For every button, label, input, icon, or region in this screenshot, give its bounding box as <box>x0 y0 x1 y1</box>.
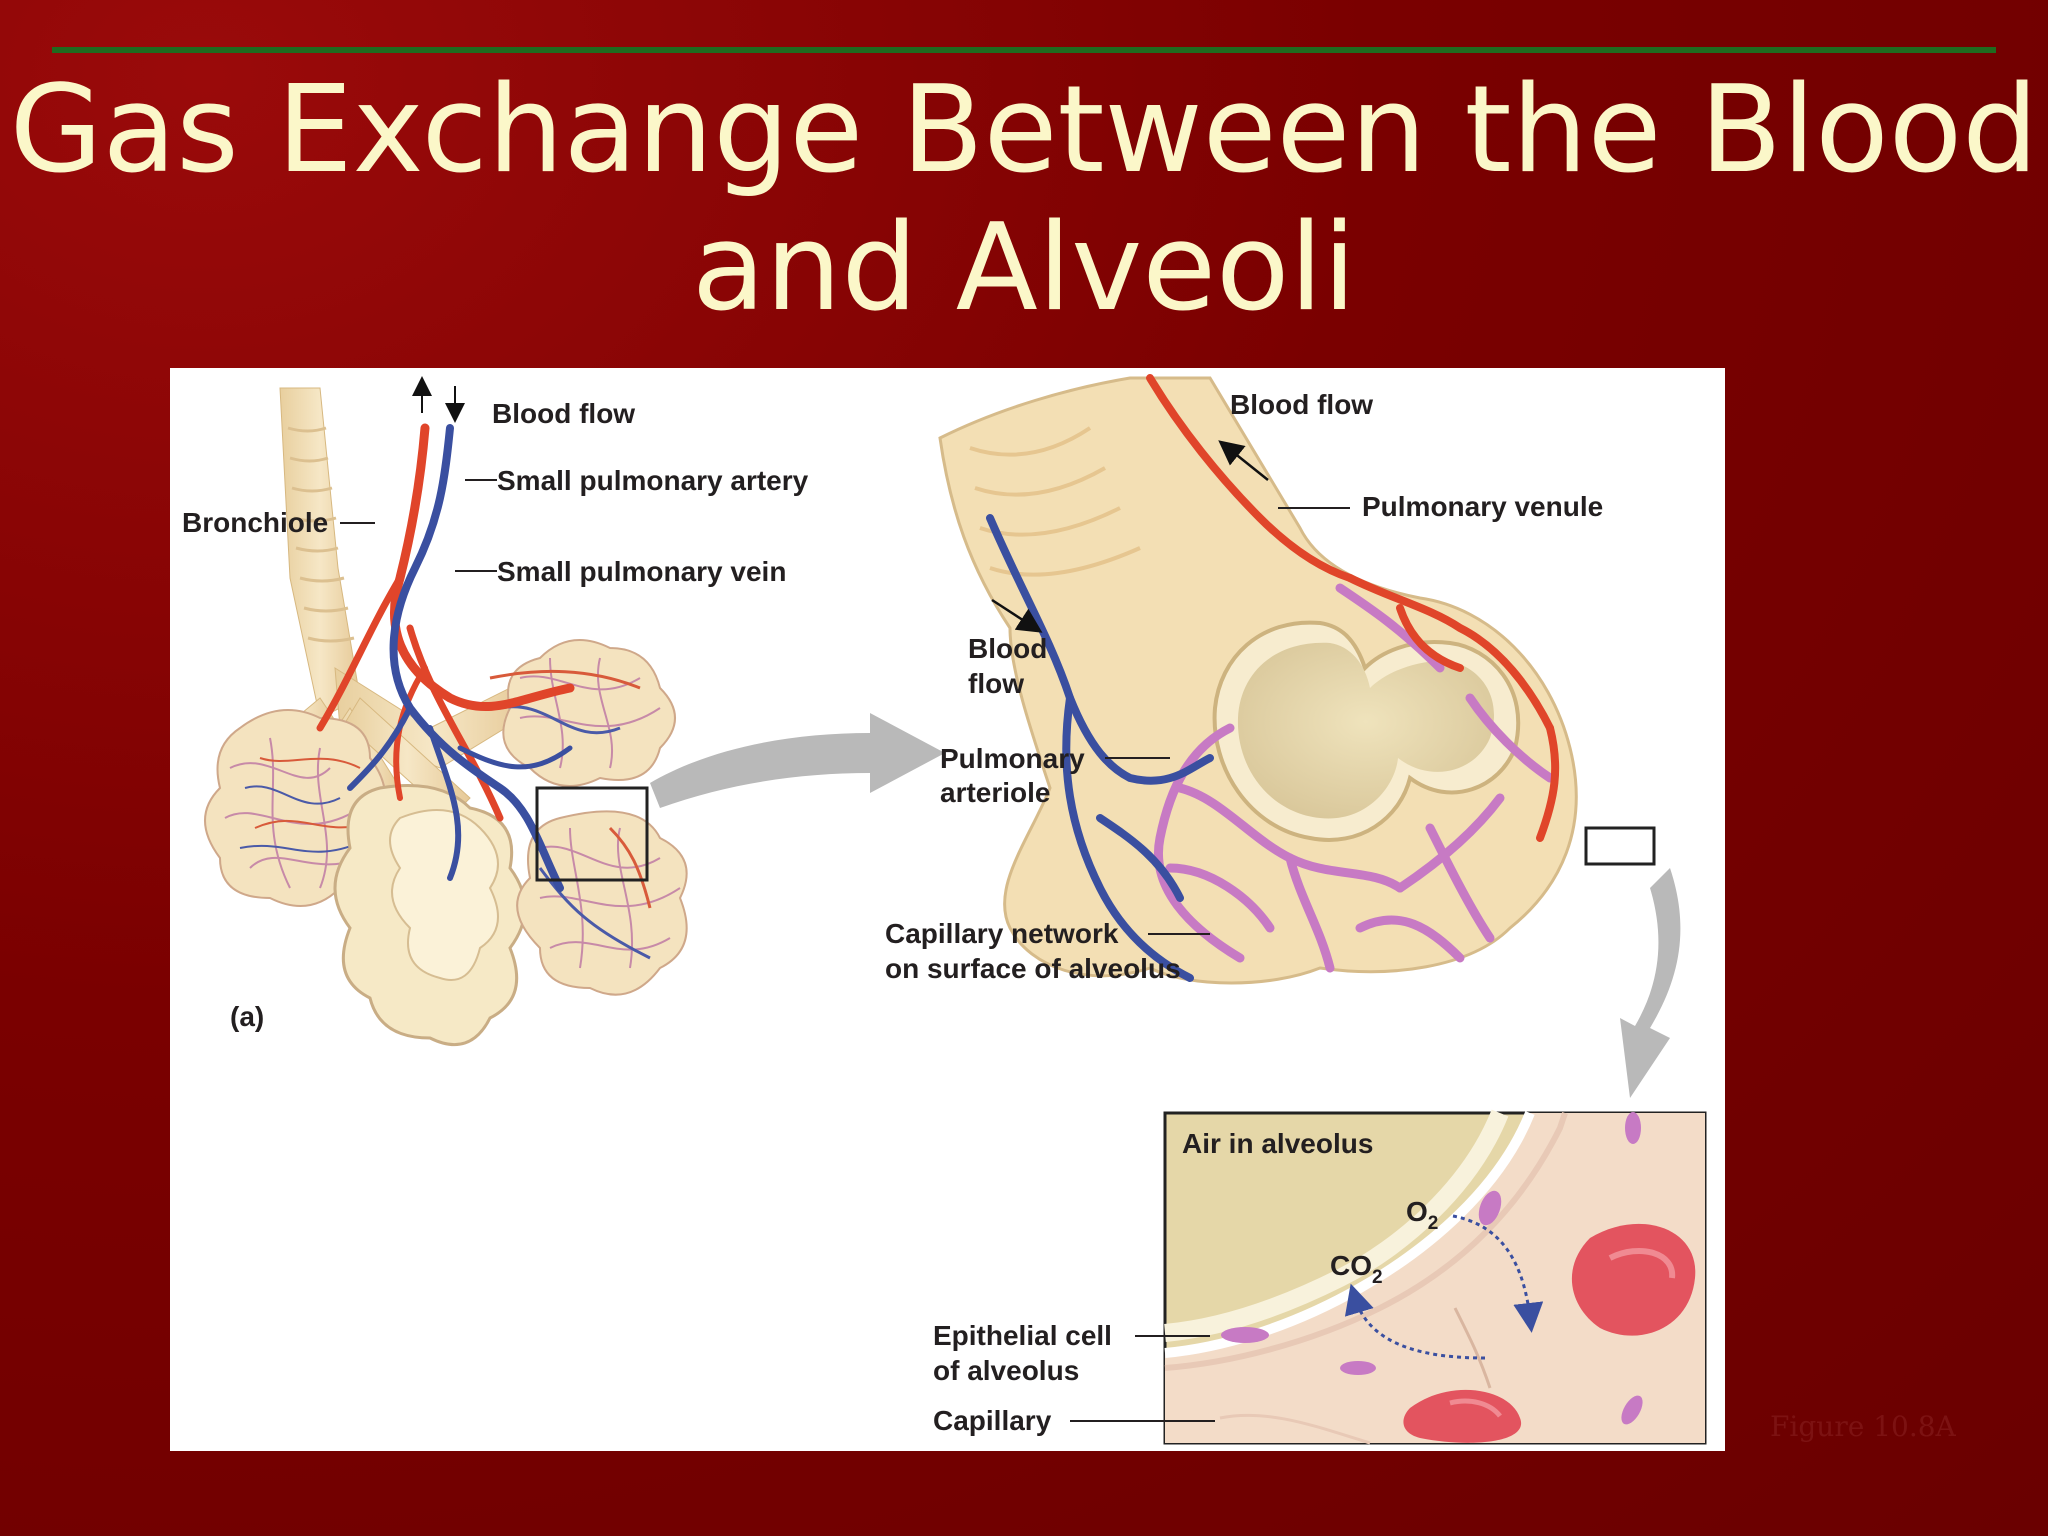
blood-flow-arrow-top-right <box>1218 440 1269 481</box>
zoom-arrow-right <box>650 713 945 808</box>
blood-flow-arrow-mid <box>991 598 1043 633</box>
alveolar-sac-cutaway <box>333 784 527 1047</box>
figure-caption: Figure 10.8A <box>1770 1410 1956 1443</box>
zoom-box-right <box>1584 826 1656 866</box>
label-capillary: Capillary <box>933 1405 1052 1436</box>
label-o2: O2 <box>1406 1196 1438 1234</box>
zoom-arrow-down <box>1620 868 1681 1098</box>
label-blood-flow-left: Blood flow <box>492 398 635 429</box>
zoom-box-left <box>535 786 649 882</box>
label-pulmonary-arteriole-2: arteriole <box>940 777 1051 808</box>
label-small-pulmonary-vein: Small pulmonary vein <box>497 556 786 587</box>
label-capillary-network-2: on surface of alveolus <box>885 953 1181 984</box>
label-pulmonary-venule: Pulmonary venule <box>1362 491 1603 522</box>
figure-illustration: Blood flow Small pulmonary artery Small … <box>182 374 1707 1445</box>
label-blood-flow-mid-1: Blood <box>968 633 1047 664</box>
slide-title: Gas Exchange Between the Blood and Alveo… <box>0 62 2048 338</box>
pulmonary-vessels-left <box>316 423 575 892</box>
gas-exchange-figure: Blood flow Small pulmonary artery Small … <box>170 368 1725 1451</box>
panel-label: (a) <box>230 1001 264 1032</box>
alveolar-sac-left <box>204 709 386 907</box>
o2-diffusion-arrow <box>1452 1214 1544 1333</box>
title-line-1: Gas Exchange Between the Blood <box>9 61 2039 200</box>
gas-exchange-inset <box>1163 1109 1707 1445</box>
label-small-pulmonary-artery: Small pulmonary artery <box>497 465 809 496</box>
label-co2: CO2 <box>1330 1250 1383 1288</box>
label-bronchiole: Bronchiole <box>182 507 328 538</box>
label-epithelial-1: Epithelial cell <box>933 1320 1112 1351</box>
label-air-in-alveolus: Air in alveolus <box>1182 1128 1373 1159</box>
title-rule <box>52 47 1996 53</box>
label-capillary-network-1: Capillary network <box>885 918 1119 949</box>
label-blood-flow-right: Blood flow <box>1230 389 1373 420</box>
alveolus-detail <box>938 374 1656 985</box>
alveolar-sac-right <box>489 639 676 787</box>
label-blood-flow-mid-2: flow <box>968 668 1024 699</box>
co2-diffusion-arrow <box>1344 1283 1486 1360</box>
label-epithelial-2: of alveolus <box>933 1355 1079 1386</box>
leader-lines <box>340 479 1350 1422</box>
label-pulmonary-arteriole-1: Pulmonary <box>940 743 1085 774</box>
title-line-2: and Alveoli <box>691 199 1357 338</box>
alveolar-sac-boxed <box>516 810 688 996</box>
